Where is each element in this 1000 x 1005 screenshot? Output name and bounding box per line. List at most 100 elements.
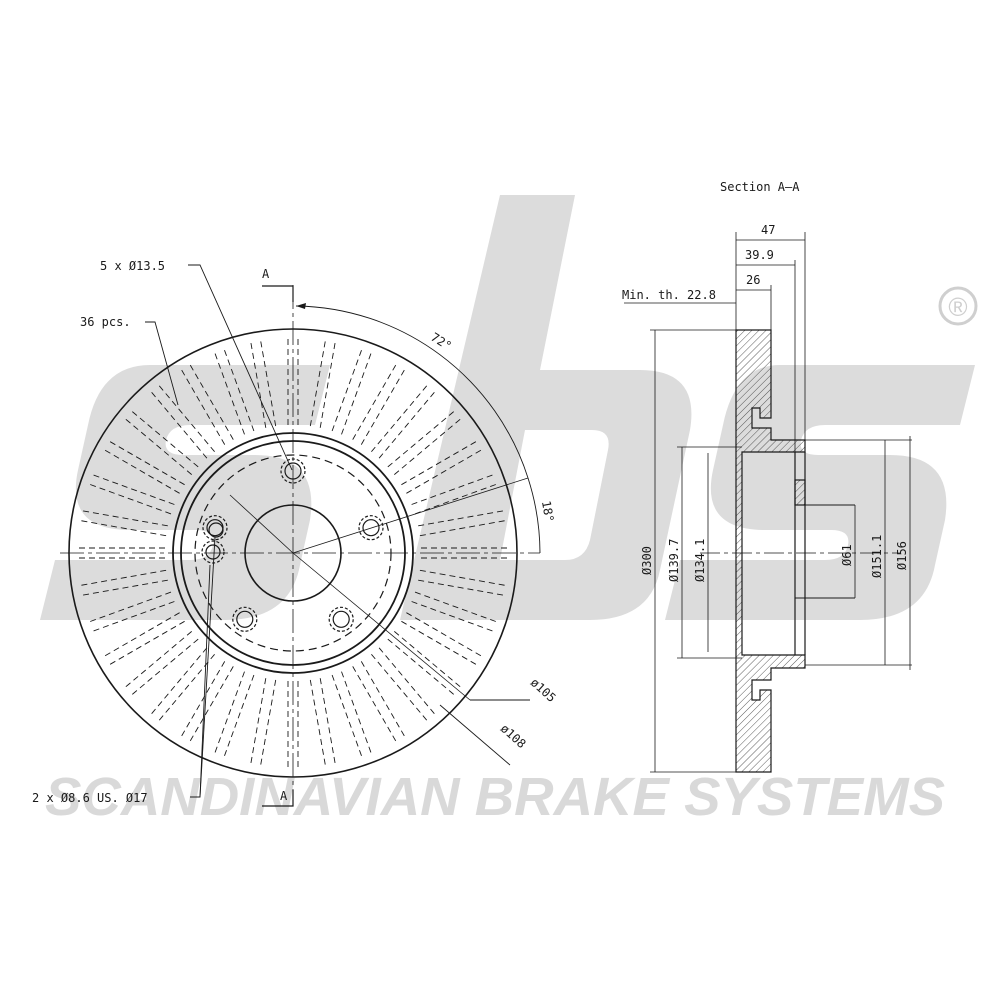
vane-line xyxy=(88,591,172,623)
vane-line xyxy=(91,601,175,633)
bolt-hole-counterbore xyxy=(202,515,228,541)
vane-line xyxy=(341,671,373,755)
vane-line xyxy=(331,674,363,758)
vane-line xyxy=(418,510,505,527)
locator-hole-left xyxy=(205,544,221,560)
vane-line xyxy=(130,638,199,697)
hat-upper-flange xyxy=(794,479,806,506)
vane-line xyxy=(250,341,267,428)
dim-47-label: 47 xyxy=(761,223,775,237)
vane-line xyxy=(319,678,336,765)
vane-line xyxy=(414,483,498,515)
vane-line xyxy=(149,390,208,459)
vane-angle-label: 18° xyxy=(539,500,557,524)
vane-line xyxy=(213,351,245,435)
vane-line xyxy=(130,409,199,468)
vane-line xyxy=(103,612,180,658)
section-profile xyxy=(735,329,806,773)
vane-line xyxy=(103,448,180,494)
dim-26-label: 26 xyxy=(746,273,760,287)
vane-line xyxy=(352,666,398,743)
bolt-hole-counterbore xyxy=(358,515,384,541)
vane-line xyxy=(378,647,437,716)
leader-hub xyxy=(439,704,511,766)
bolt-hole-counterbore xyxy=(232,606,258,632)
vane-line xyxy=(81,579,168,596)
bolt-hole xyxy=(236,610,254,628)
hub-callout: ø108 xyxy=(498,721,529,751)
vane-line xyxy=(360,661,406,738)
vane-line xyxy=(157,384,215,452)
vane-line xyxy=(401,440,478,486)
vane-line xyxy=(394,417,462,475)
vane-line xyxy=(149,647,208,716)
vane-line xyxy=(411,601,495,633)
watermark-s-left xyxy=(40,365,330,620)
vane-line xyxy=(331,348,363,432)
vane-line xyxy=(371,654,429,722)
bolt-holes-callout: 5 x Ø13.5 xyxy=(100,259,165,273)
vane-line xyxy=(188,666,234,743)
angle-arc-18 xyxy=(527,477,541,554)
locator-hole-left-upper xyxy=(208,522,224,538)
watermark-b xyxy=(400,195,692,620)
section-marker-top-label: A xyxy=(262,267,270,281)
vane-line xyxy=(259,339,277,427)
vane-line xyxy=(411,473,495,505)
vane-line xyxy=(387,638,456,697)
watermark-s-right xyxy=(665,365,975,620)
vane-line xyxy=(223,348,255,432)
vane-line xyxy=(414,591,498,623)
vane-line xyxy=(180,368,226,445)
registered-symbol: ® xyxy=(948,292,967,322)
dim-39-9-label: 39.9 xyxy=(745,248,774,262)
leader-bolt-holes xyxy=(188,264,293,471)
vane-line xyxy=(371,384,429,452)
vane-line xyxy=(319,341,336,428)
leader-locator-2 xyxy=(199,536,216,798)
section-marker-bottom-label: A xyxy=(280,789,288,803)
pcd-callout: ø105 xyxy=(528,675,559,705)
disc-front-view xyxy=(60,264,541,807)
angle-ray-18 xyxy=(292,477,529,554)
dia-61-label: Ø61 xyxy=(840,544,854,566)
vane-line xyxy=(91,473,175,505)
vane-line xyxy=(309,679,327,767)
locator-hole-left-outer xyxy=(201,540,225,564)
vane-line xyxy=(259,679,277,767)
leader-vanes xyxy=(145,321,179,406)
vane-line xyxy=(79,569,167,587)
diagonal-center-line xyxy=(292,552,471,701)
vane-line xyxy=(418,579,505,596)
vane-line xyxy=(81,510,168,527)
locator-callout: 2 x Ø8.6 US. Ø17 xyxy=(32,791,148,805)
dia-151-1-label: Ø151.1 xyxy=(870,535,884,578)
vane-line xyxy=(223,674,255,758)
dia-156-label: Ø156 xyxy=(895,541,909,570)
bolt-hole xyxy=(332,610,350,628)
vanes-callout: 36 pcs. xyxy=(80,315,131,329)
brand-tagline: SCANDINAVIAN BRAKE SYSTEMS xyxy=(45,767,945,827)
diagonal-center-line-2 xyxy=(229,494,294,554)
vane-line xyxy=(124,417,192,475)
bolt-hole-counterbore xyxy=(328,606,354,632)
section-title: Section A–A xyxy=(720,180,800,194)
vane-line xyxy=(341,351,373,435)
vane-line xyxy=(88,483,172,515)
vane-line xyxy=(124,631,192,689)
vane-line xyxy=(394,631,462,689)
vane-line xyxy=(108,440,185,486)
dia-300-label: Ø300 xyxy=(640,546,654,575)
vane-line xyxy=(387,409,456,468)
vane-line xyxy=(79,519,167,537)
vane-line xyxy=(188,363,234,440)
bolt-hole xyxy=(362,519,380,537)
vane-line xyxy=(180,661,226,738)
vane-line xyxy=(419,569,507,587)
vane-line xyxy=(352,363,398,440)
vane-line xyxy=(406,612,483,658)
cooling-vanes xyxy=(77,337,509,769)
angle-arc-72 xyxy=(295,305,529,479)
